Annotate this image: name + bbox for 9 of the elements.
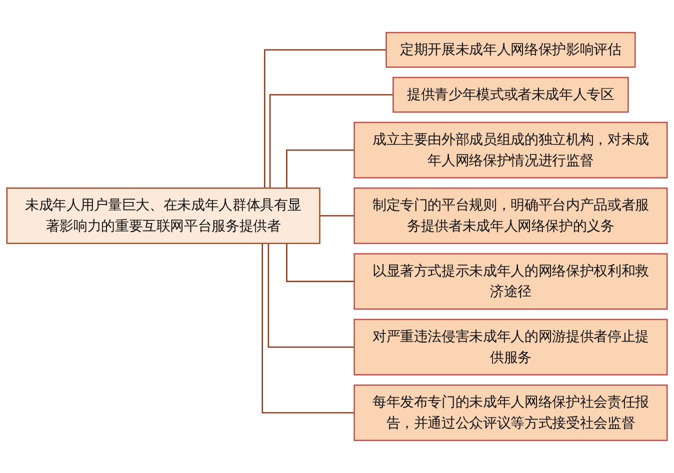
node-box: 成立主要由外部成员组成的独立机构，对未成年人网络保护情况进行监督 bbox=[354, 122, 668, 178]
node-box: 对严重违法侵害未成年人的网游提供者停止提供服务 bbox=[354, 318, 668, 376]
node-box: 制定专门的平台规则，明确平台内产品或者服务提供者未成年人网络保护的义务 bbox=[354, 187, 668, 244]
node-box: 每年发布专门的未成年人网络保护社会责任报告，并通过公众评议等方式接受社会监督 bbox=[354, 384, 668, 442]
connector bbox=[320, 215, 354, 216]
node-box: 以显著方式提示未成年人的网络保护权利和救济途径 bbox=[354, 253, 668, 310]
node-box: 定期开展未成年人网络保护影响评估 bbox=[386, 32, 636, 68]
node-box: 提供青少年模式或者未成年人专区 bbox=[392, 76, 629, 113]
node-box: 未成年人用户量巨大、在未成年人群体具有显著影响力的重要互联网平台服务提供者 bbox=[6, 187, 320, 244]
